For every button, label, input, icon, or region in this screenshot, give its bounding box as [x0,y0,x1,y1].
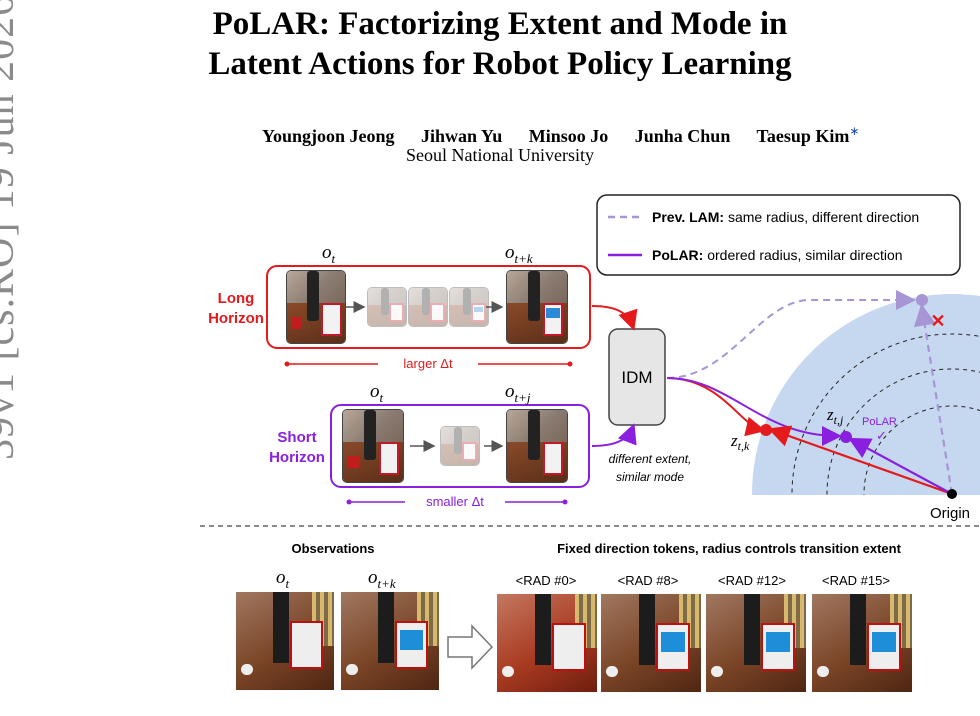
cross-mark: ✕ [930,311,945,331]
long-frame-mid-3 [449,287,489,327]
token-photo-12 [706,594,806,692]
idm-caption-1: different extent, [609,452,692,466]
legend-prev-lam: Prev. LAM: same radius, different direct… [652,209,919,225]
corresponding-mark: ∗ [849,124,860,138]
check-icon: ✓ [876,428,887,443]
short-to-idm-arrow [591,423,637,447]
token-0: <RAD #0> [516,573,577,588]
short-label-2: Horizon [269,449,325,466]
affiliation: Seoul National University [406,145,594,165]
larger-delta-label: larger Δt [403,356,453,371]
author-5: Taesup Kim [756,126,850,146]
long-frame-mid-1 [367,287,407,327]
observation-photo-start [236,592,334,690]
token-8: <RAD #8> [618,573,679,588]
idm-to-ztj-arrow [666,377,842,446]
token-photo-8 [601,594,701,692]
ztj-label: zt,j [826,405,844,427]
long-frame-mid-2 [408,287,448,327]
long-label-2: Horizon [208,310,264,327]
author-2: Jihwan Yu [421,126,503,146]
title-line-1: PoLAR: Factorizing Extent and Mode in [212,6,788,42]
ztj-vector [848,437,953,495]
prev-lam-point [916,294,928,306]
short-frame-start [342,409,404,483]
observations-title: Observations [291,541,374,556]
bottom-obs-1: ot [276,567,290,591]
tokens-title: Fixed direction tokens, radius controls … [557,541,902,556]
author-1: Youngjoon Jeong [262,126,395,146]
short-frame-end [506,409,568,483]
author-list: Youngjoon Jeong Jihwan Yu Minsoo Jo Junh… [262,124,859,147]
author-3: Minsoo Jo [528,126,609,146]
origin-label: Origin [930,505,970,522]
ztk-vector [767,425,953,496]
token-12: <RAD #12> [718,573,786,588]
short-label-1: Short [277,429,316,446]
idm-to-ztk-arrow [666,377,766,437]
prev-lam-vector [913,303,954,495]
legend-polar: PoLAR: ordered radius, similar direction [652,247,903,263]
latent-space-disk [752,294,980,495]
polar-tag: PoLAR [862,416,897,428]
ztj-point [840,431,852,443]
long-label-1: Long [218,290,255,307]
transition-arrow-icon [447,624,494,670]
ztk-label: zt,k [730,431,750,453]
paper-title: PoLAR: Factorizing Extent and Mode in La… [0,4,980,84]
short-frame-mid [440,426,480,466]
long-obs-start: ot [322,242,336,266]
author-4: Junha Chun [634,126,731,146]
token-15: <RAD #15> [822,573,890,588]
title-line-2: Latent Actions for Robot Policy Learning [208,46,792,82]
token-photo-0 [497,594,597,692]
ztk-point [760,424,772,436]
long-frame-end [506,270,568,344]
observation-photo-end [341,592,439,690]
long-to-idm-arrow [591,305,638,331]
smaller-delta-label: smaller Δt [426,494,484,509]
idm-label: IDM [621,368,652,387]
bottom-obs-2: ot+k [368,567,396,591]
legend-box [596,194,961,276]
long-obs-end: ot+k [505,242,533,266]
idm-caption-2: similar mode [616,470,684,484]
short-obs-start: ot [370,381,384,405]
short-obs-end: ot+j [505,381,531,405]
long-frame-start [286,270,346,344]
prev-lam-arrow [666,290,916,379]
origin-point [947,489,957,499]
token-photo-15 [812,594,912,692]
